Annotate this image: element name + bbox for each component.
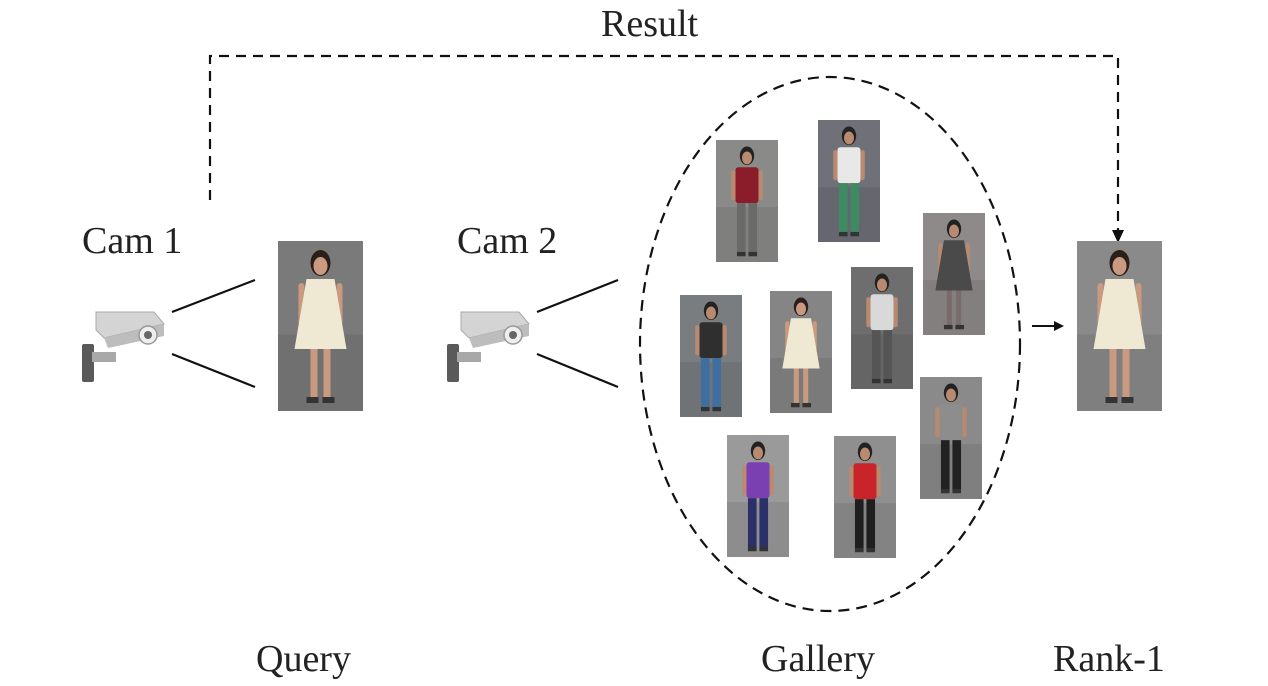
result-arrow-path — [208, 54, 1120, 232]
gallery-image-9 — [834, 436, 896, 558]
cam1-label: Cam 1 — [82, 220, 183, 262]
gallery-image-1 — [716, 140, 778, 262]
gallery-image-7 — [920, 377, 982, 499]
camera-2-view-bottom — [536, 352, 619, 389]
cam2-label: Cam 2 — [457, 220, 558, 262]
gallery-image-8 — [727, 435, 789, 557]
gallery-image-4 — [680, 295, 742, 417]
gallery-ellipse — [638, 75, 1022, 613]
gallery-image-6 — [851, 267, 913, 389]
gallery-image-5 — [770, 291, 832, 413]
camera-1-view-top — [171, 278, 256, 314]
query-label: Query — [256, 638, 351, 680]
rank1-image — [1077, 241, 1162, 411]
camera-2-icon — [447, 311, 530, 382]
camera-1-icon — [82, 311, 165, 382]
gallery-to-rank1-arrowhead — [1054, 321, 1064, 331]
gallery-image-2 — [818, 120, 880, 242]
gallery-image-3 — [923, 213, 985, 335]
query-image — [278, 241, 363, 411]
camera-2-view-top — [536, 278, 619, 314]
result-arrowhead — [1112, 230, 1124, 243]
rank1-label: Rank-1 — [1053, 638, 1165, 680]
gallery-label: Gallery — [761, 638, 875, 680]
camera-1-view-bottom — [171, 352, 256, 389]
result-label: Result — [601, 3, 699, 45]
